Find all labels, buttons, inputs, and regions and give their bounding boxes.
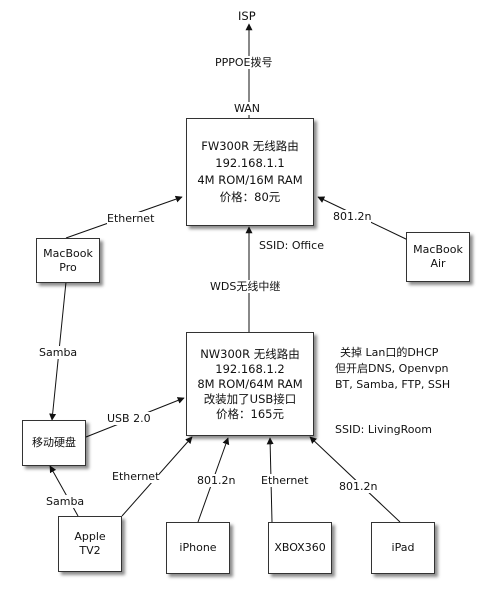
fw300r-router[interactable]: FW300R 无线路由 192.168.1.1 4M ROM/16M RAM 价… — [186, 118, 314, 226]
ethernet-xbox-label: Ethernet — [261, 474, 309, 487]
xbox-node[interactable]: XBOX360 — [268, 522, 332, 574]
ipad-80211n-label: 801.2n — [339, 480, 378, 493]
services-note: 关掉 Lan口的DHCP 但开启DNS, Openvpn BT, Samba, … — [335, 345, 450, 393]
fw300r-price: 价格：80元 — [219, 190, 281, 204]
macbook-air-node[interactable]: MacBook Air — [406, 232, 470, 282]
fw300r-memory: 4M ROM/16M RAM — [197, 173, 303, 187]
samba-tv-label: Samba — [46, 495, 85, 508]
services-line1: 关掉 Lan口的DHCP — [340, 346, 439, 359]
ethernet-tv-label: Ethernet — [112, 470, 160, 483]
isp-label: ISP — [238, 9, 256, 23]
macbook-air-line1: MacBook — [413, 243, 463, 256]
edge-ipad-nw300r — [309, 436, 401, 523]
air-80211n-label: 801.2n — [333, 210, 372, 223]
macbook-air-line2: Air — [430, 257, 446, 270]
macbook-pro-node[interactable]: MacBook Pro — [36, 238, 100, 283]
services-line2: 但开启DNS, Openvpn — [335, 362, 449, 375]
macbook-pro-line1: MacBook — [43, 246, 93, 260]
pppoe-label: PPPOE拨号 — [215, 56, 273, 69]
nw300r-router[interactable]: NW300R 无线路由 192.168.1.2 8M ROM/64M RAM 改… — [186, 332, 314, 436]
hdd-node[interactable]: 移动硬盘 — [22, 420, 86, 466]
wds-label: WDS无线中继 — [210, 280, 281, 293]
nw300r-mod: 改装加了USB接口 — [203, 391, 297, 406]
apple-tv-line2: TV2 — [79, 544, 101, 557]
usb-label: USB 2.0 — [107, 412, 151, 425]
iphone-80211n-label: 801.2n — [197, 474, 236, 487]
nw300r-name: NW300R 无线路由 — [200, 346, 300, 361]
samba-mbp-label: Samba — [39, 346, 78, 359]
xbox-label: XBOX360 — [274, 541, 326, 554]
ssid-office-label: SSID: Office — [259, 239, 324, 252]
ipad-label: iPad — [391, 541, 415, 554]
ipad-node[interactable]: iPad — [371, 522, 435, 574]
edge-tv-hdd — [49, 465, 79, 517]
fw300r-name: FW300R 无线路由 — [201, 139, 299, 153]
apple-tv-line1: Apple — [74, 530, 106, 543]
fw300r-ip: 192.168.1.1 — [215, 156, 285, 170]
ssid-livingroom-note: SSID: LivingRoom — [335, 423, 432, 436]
nw300r-ip: 192.168.1.2 — [215, 361, 285, 376]
nw300r-memory: 8M ROM/64M RAM — [197, 376, 303, 391]
iphone-label: iPhone — [179, 541, 217, 554]
nw300r-price: 价格：165元 — [216, 406, 284, 421]
wan-label: WAN — [234, 102, 261, 115]
iphone-node[interactable]: iPhone — [166, 522, 230, 574]
services-line3: BT, Samba, FTP, SSH — [335, 378, 451, 391]
hdd-label: 移动硬盘 — [32, 436, 76, 449]
macbook-pro-line2: Pro — [59, 260, 77, 274]
ethernet-mbp-label: Ethernet — [107, 212, 155, 225]
apple-tv-node[interactable]: Apple TV2 — [58, 516, 122, 572]
